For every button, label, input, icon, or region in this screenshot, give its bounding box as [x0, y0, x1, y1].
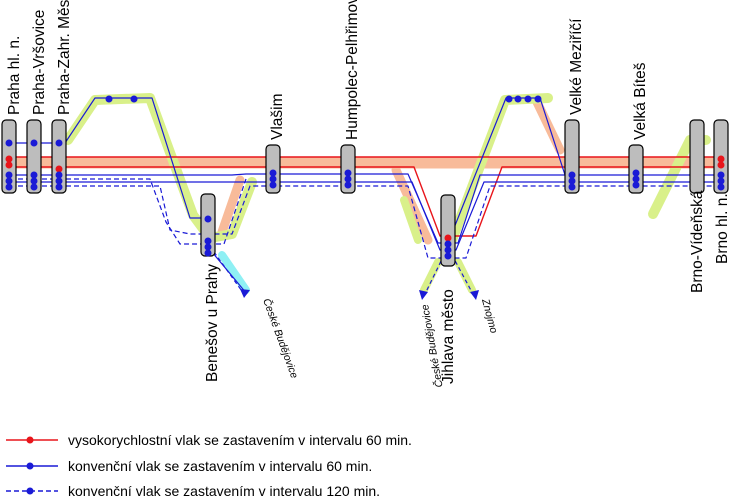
- direction-label-jihlava-znojmo: Znojmo: [479, 297, 500, 335]
- stop-blue: [717, 183, 725, 191]
- train-lines-layer: [8, 97, 722, 297]
- stop-blue: [534, 95, 542, 103]
- stop-blue: [204, 215, 212, 223]
- stop-blue: [632, 169, 640, 177]
- conv120-jihlava-znojmo: [451, 254, 475, 297]
- existing-line-jihlava-west: [400, 196, 422, 244]
- station-label-brno-hl-n: Brno hl. n.: [714, 193, 730, 264]
- stop-blue: [344, 175, 352, 183]
- stop-blue: [524, 95, 532, 103]
- corridor-layer: [2, 93, 728, 294]
- stop-blue: [269, 169, 277, 177]
- station-box-vlasim: [265, 144, 281, 194]
- station-box-brno-viden: [689, 119, 705, 194]
- legend: vysokorychlostní vlak se zastavením v in…: [6, 432, 412, 499]
- conv120-line-a: [10, 185, 722, 259]
- legend-dot-conv60: [26, 462, 34, 470]
- station-box-velke-mezirici: [564, 119, 580, 194]
- stop-blue: [5, 171, 13, 179]
- stop-red: [717, 161, 725, 169]
- stop-blue: [30, 139, 38, 147]
- stop-blue: [632, 175, 640, 183]
- stop-blue: [55, 177, 63, 185]
- stop-blue: [717, 171, 725, 179]
- stop-blue: [5, 139, 13, 147]
- station-label-praha-zahr-mesto: Praha-Zahr. Město: [56, 0, 73, 115]
- station-label-benesov: Benešov u Prahy: [204, 264, 221, 382]
- station-labels: Praha hl. n. Praha-Vršovice Praha-Zahr. …: [6, 0, 730, 389]
- existing-line-benesov-cb: [218, 251, 250, 294]
- stop-blue: [55, 171, 63, 179]
- arrow-jihlava-znojmo: [470, 290, 479, 300]
- conv60-mezirici-branch: [447, 97, 566, 244]
- stop-blue: [130, 95, 138, 103]
- stop-blue: [632, 181, 640, 189]
- conv60-main-lower: [10, 181, 722, 251]
- station-label-vlasim: Vlašim: [269, 93, 286, 140]
- stop-blue: [204, 249, 212, 257]
- station-label-brno-viden: Brno-Vídeňská: [689, 190, 706, 293]
- station-label-humpolec: Humpolec-Pelhřimov: [344, 0, 361, 140]
- stop-blue: [344, 181, 352, 189]
- stop-red: [444, 234, 452, 242]
- stop-blue: [30, 171, 38, 179]
- stop-blue: [204, 243, 212, 251]
- stop-red: [55, 165, 63, 173]
- stop-red: [5, 161, 13, 169]
- existing-line-jihlava-cb: [420, 258, 442, 294]
- conv60-main: [10, 173, 722, 244]
- station-box-velka-bites: [628, 144, 644, 194]
- stop-blue: [444, 252, 452, 260]
- existing-line-jihlava-znojmo: [454, 258, 476, 294]
- station-box-praha-zahr-mesto: [51, 119, 67, 194]
- legend-dot-conv120: [26, 487, 34, 495]
- arrow-jihlava-cb: [419, 290, 428, 300]
- stop-blue: [444, 240, 452, 248]
- arrow-benesov-cb: [240, 289, 250, 298]
- stop-blue: [55, 139, 63, 147]
- hsr-line-lower: [8, 166, 722, 237]
- hsr-corridor-benesov-branch: [217, 175, 245, 237]
- legend-label-conv60: konvenční vlak se zastavením v intervalu…: [68, 458, 372, 474]
- station-label-jihlava: Jihlava město: [440, 289, 457, 384]
- station-label-velka-bites: Velká Bíteš: [632, 62, 649, 140]
- stop-dots: [5, 95, 725, 260]
- stop-blue: [269, 181, 277, 189]
- stop-blue: [5, 177, 13, 185]
- stop-blue: [204, 237, 212, 245]
- conv120-benesov-cb: [213, 251, 245, 295]
- station-box-humpolec: [340, 144, 356, 194]
- stop-blue: [514, 95, 522, 103]
- direction-label-benesov-cb: České Budějovice: [260, 297, 301, 381]
- stop-blue: [505, 95, 513, 103]
- station-label-praha-vrsovice: Praha-Vršovice: [31, 10, 48, 115]
- stop-red: [5, 155, 13, 163]
- stop-blue: [717, 177, 725, 185]
- hsr-corridor-mezirici: [531, 95, 565, 155]
- station-boxes: [1, 119, 729, 267]
- stop-blue: [444, 246, 452, 254]
- stop-blue: [30, 183, 38, 191]
- station-label-praha-hl-n: Praha hl. n.: [6, 36, 23, 115]
- station-box-praha-vrsovice: [26, 119, 42, 194]
- stop-blue: [30, 177, 38, 185]
- stop-blue: [568, 183, 576, 191]
- stop-blue: [344, 169, 352, 177]
- stop-blue: [55, 183, 63, 191]
- arrowheads: [240, 289, 479, 300]
- stop-blue: [568, 171, 576, 179]
- legend-dot-hsr: [26, 436, 34, 444]
- station-box-jihlava: [440, 194, 456, 267]
- stop-blue: [269, 175, 277, 183]
- station-label-velke-mezirici: Velké Meziříčí: [568, 18, 585, 115]
- stop-blue: [5, 183, 13, 191]
- stop-red: [717, 155, 725, 163]
- legend-label-conv120: konvenční vlak se zastavením v intervalu…: [68, 483, 380, 499]
- stop-blue: [105, 95, 113, 103]
- legend-label-hsr: vysokorychlostní vlak se zastavením v in…: [68, 432, 412, 448]
- stop-blue: [568, 177, 576, 185]
